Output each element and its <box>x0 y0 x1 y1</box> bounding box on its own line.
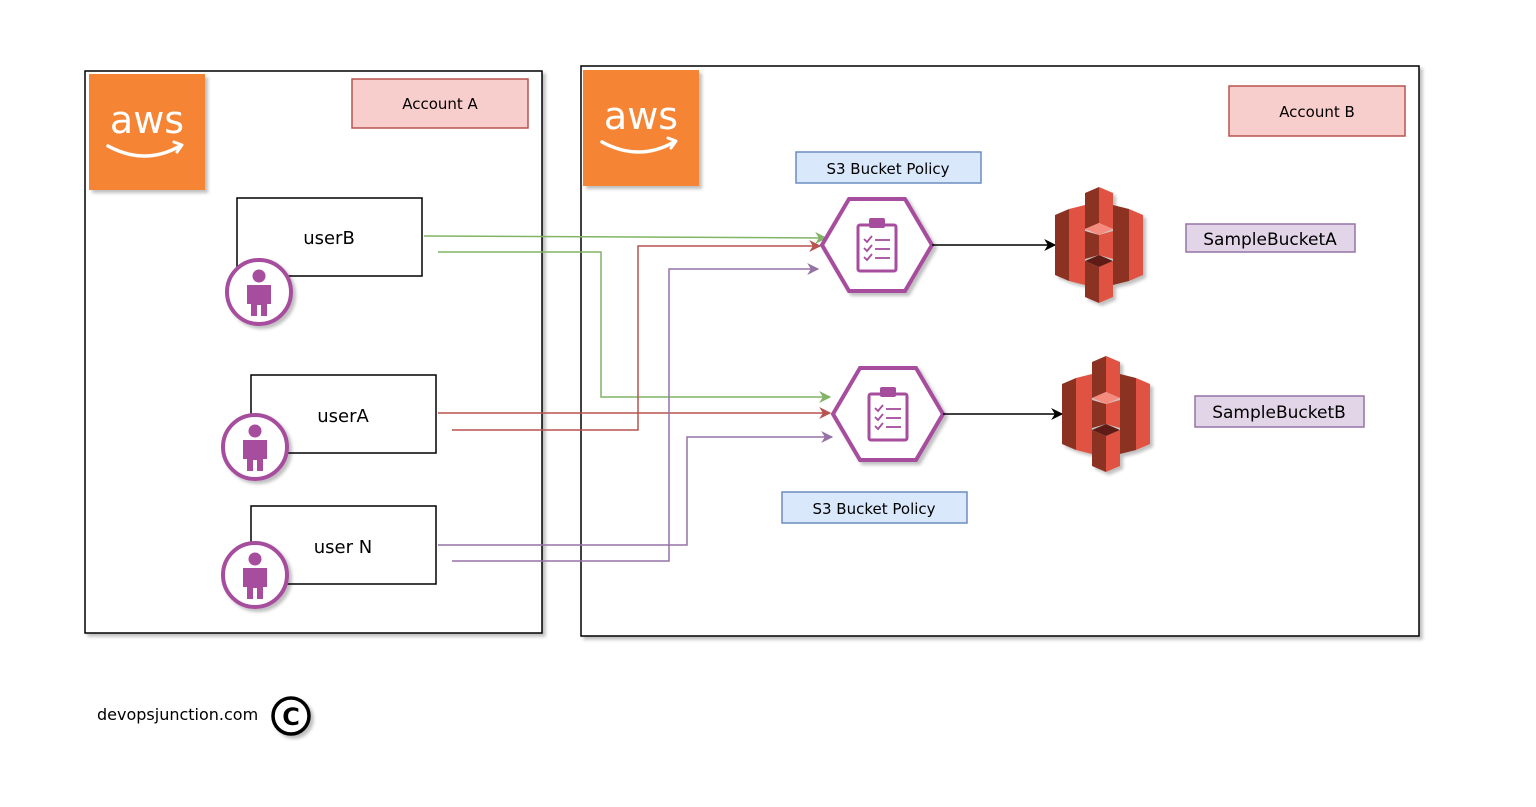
user-b-node: userB <box>225 197 423 326</box>
policy-b-label: S3 Bucket Policy <box>812 500 935 518</box>
arrow-userb-to-policy-a <box>423 231 828 244</box>
bucket-a-label: SampleBucketA <box>1203 230 1337 250</box>
aws-logo-text: aws <box>110 98 184 142</box>
user-a-node: userA <box>221 374 437 481</box>
user-icon <box>221 541 289 609</box>
account-a-aws-logo-icon: aws <box>89 74 205 190</box>
account-b-aws-logo-icon: aws <box>583 70 699 186</box>
account-b-label-box: Account B <box>1228 85 1406 137</box>
user-a-label: userA <box>317 406 369 427</box>
aws-logo-text: aws <box>604 94 678 138</box>
user-icon <box>221 413 289 481</box>
account-a-label: Account A <box>402 95 478 113</box>
arrow-userb-to-policy-b <box>438 251 832 403</box>
account-a-label-box: Account A <box>351 78 529 129</box>
user-b-label: userB <box>303 228 355 249</box>
account-b-label: Account B <box>1279 103 1355 121</box>
arrow-usern-to-policy-a <box>452 263 820 562</box>
arrow-usern-to-policy-b <box>438 431 834 546</box>
footer-text: devopsjunction.com <box>97 705 258 724</box>
copyright-symbol: C <box>282 703 300 731</box>
bucket-b-label-box: SampleBucketB <box>1194 395 1365 428</box>
bucket-a-label-box: SampleBucketA <box>1185 223 1356 253</box>
policy-b-label-box: S3 Bucket Policy <box>781 491 968 524</box>
bucket-b-label: SampleBucketB <box>1212 403 1346 423</box>
account-b-container <box>580 65 1420 637</box>
user-n-label: user N <box>314 537 372 558</box>
user-icon <box>225 258 293 326</box>
arrow-usera-to-policy-a <box>452 240 822 431</box>
policy-a-label-box: S3 Bucket Policy <box>795 151 982 184</box>
policy-a-label: S3 Bucket Policy <box>826 160 949 178</box>
copyright-icon: C <box>271 696 311 736</box>
user-n-node: user N <box>221 505 437 609</box>
